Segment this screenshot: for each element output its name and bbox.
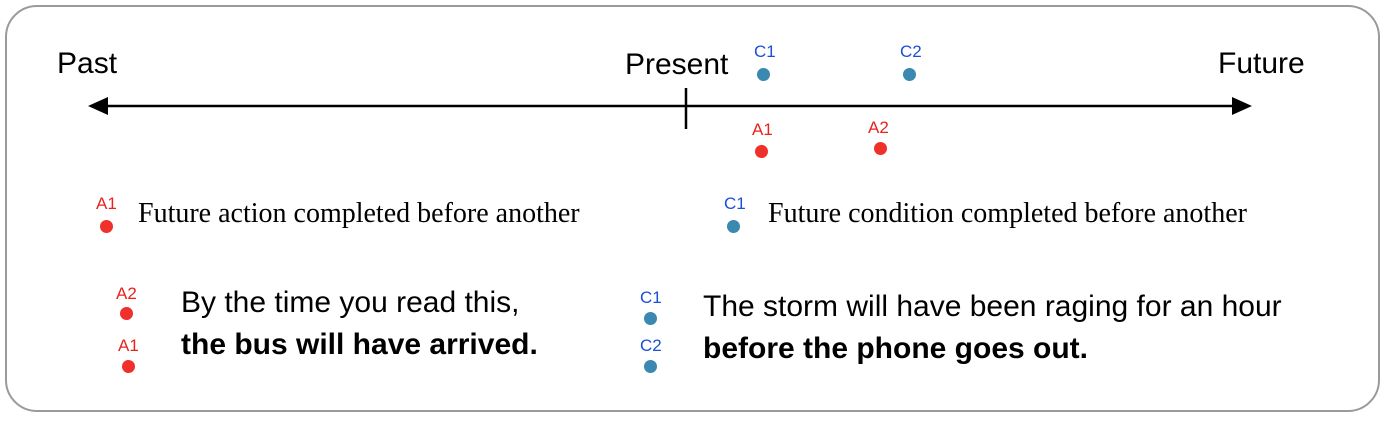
marker-c1-dot — [757, 68, 770, 81]
marker-c2-label: C2 — [900, 42, 922, 61]
arrowhead-right — [1232, 97, 1252, 115]
example-right-line1: The storm will have been raging for an h… — [703, 290, 1282, 323]
arrowhead-left — [88, 97, 108, 115]
legend-c1-label: C1 — [724, 194, 746, 213]
example-right-c1-dot — [644, 312, 657, 325]
example-left-line1: By the time you read this, — [181, 286, 520, 319]
legend-a1-label: A1 — [96, 194, 117, 213]
present-label: Present — [625, 48, 729, 81]
marker-c2-dot — [903, 68, 916, 81]
marker-c1-label: C1 — [754, 42, 776, 61]
example-right-c2-label: C2 — [640, 336, 662, 355]
marker-a1-dot — [755, 145, 768, 158]
example-left-a2-dot — [120, 307, 133, 320]
legend-a1-text: Future action completed before another — [138, 198, 580, 229]
example-right-c2-dot — [644, 360, 657, 373]
past-label: Past — [57, 47, 118, 80]
example-right-line2: before the phone goes out. — [703, 332, 1089, 365]
example-left-line2: the bus will have arrived. — [181, 328, 538, 361]
example-left-sentence: By the time you read this, the bus will … — [181, 282, 538, 366]
legend-c1-text: Future condition completed before anothe… — [768, 198, 1247, 229]
example-left-a1-dot — [122, 360, 135, 373]
example-left-a1-label: A1 — [118, 336, 139, 355]
marker-a2-label: A2 — [868, 118, 889, 137]
marker-a1-label: A1 — [752, 120, 773, 139]
marker-a2-dot — [874, 142, 887, 155]
legend-c1-dot — [727, 220, 740, 233]
example-left-a2-label: A2 — [116, 284, 137, 303]
diagram-frame — [5, 5, 1380, 412]
example-right-c1-label: C1 — [640, 288, 662, 307]
future-label: Future — [1218, 47, 1305, 80]
legend-a1-dot — [100, 220, 113, 233]
example-right-sentence: The storm will have been raging for an h… — [703, 286, 1282, 370]
